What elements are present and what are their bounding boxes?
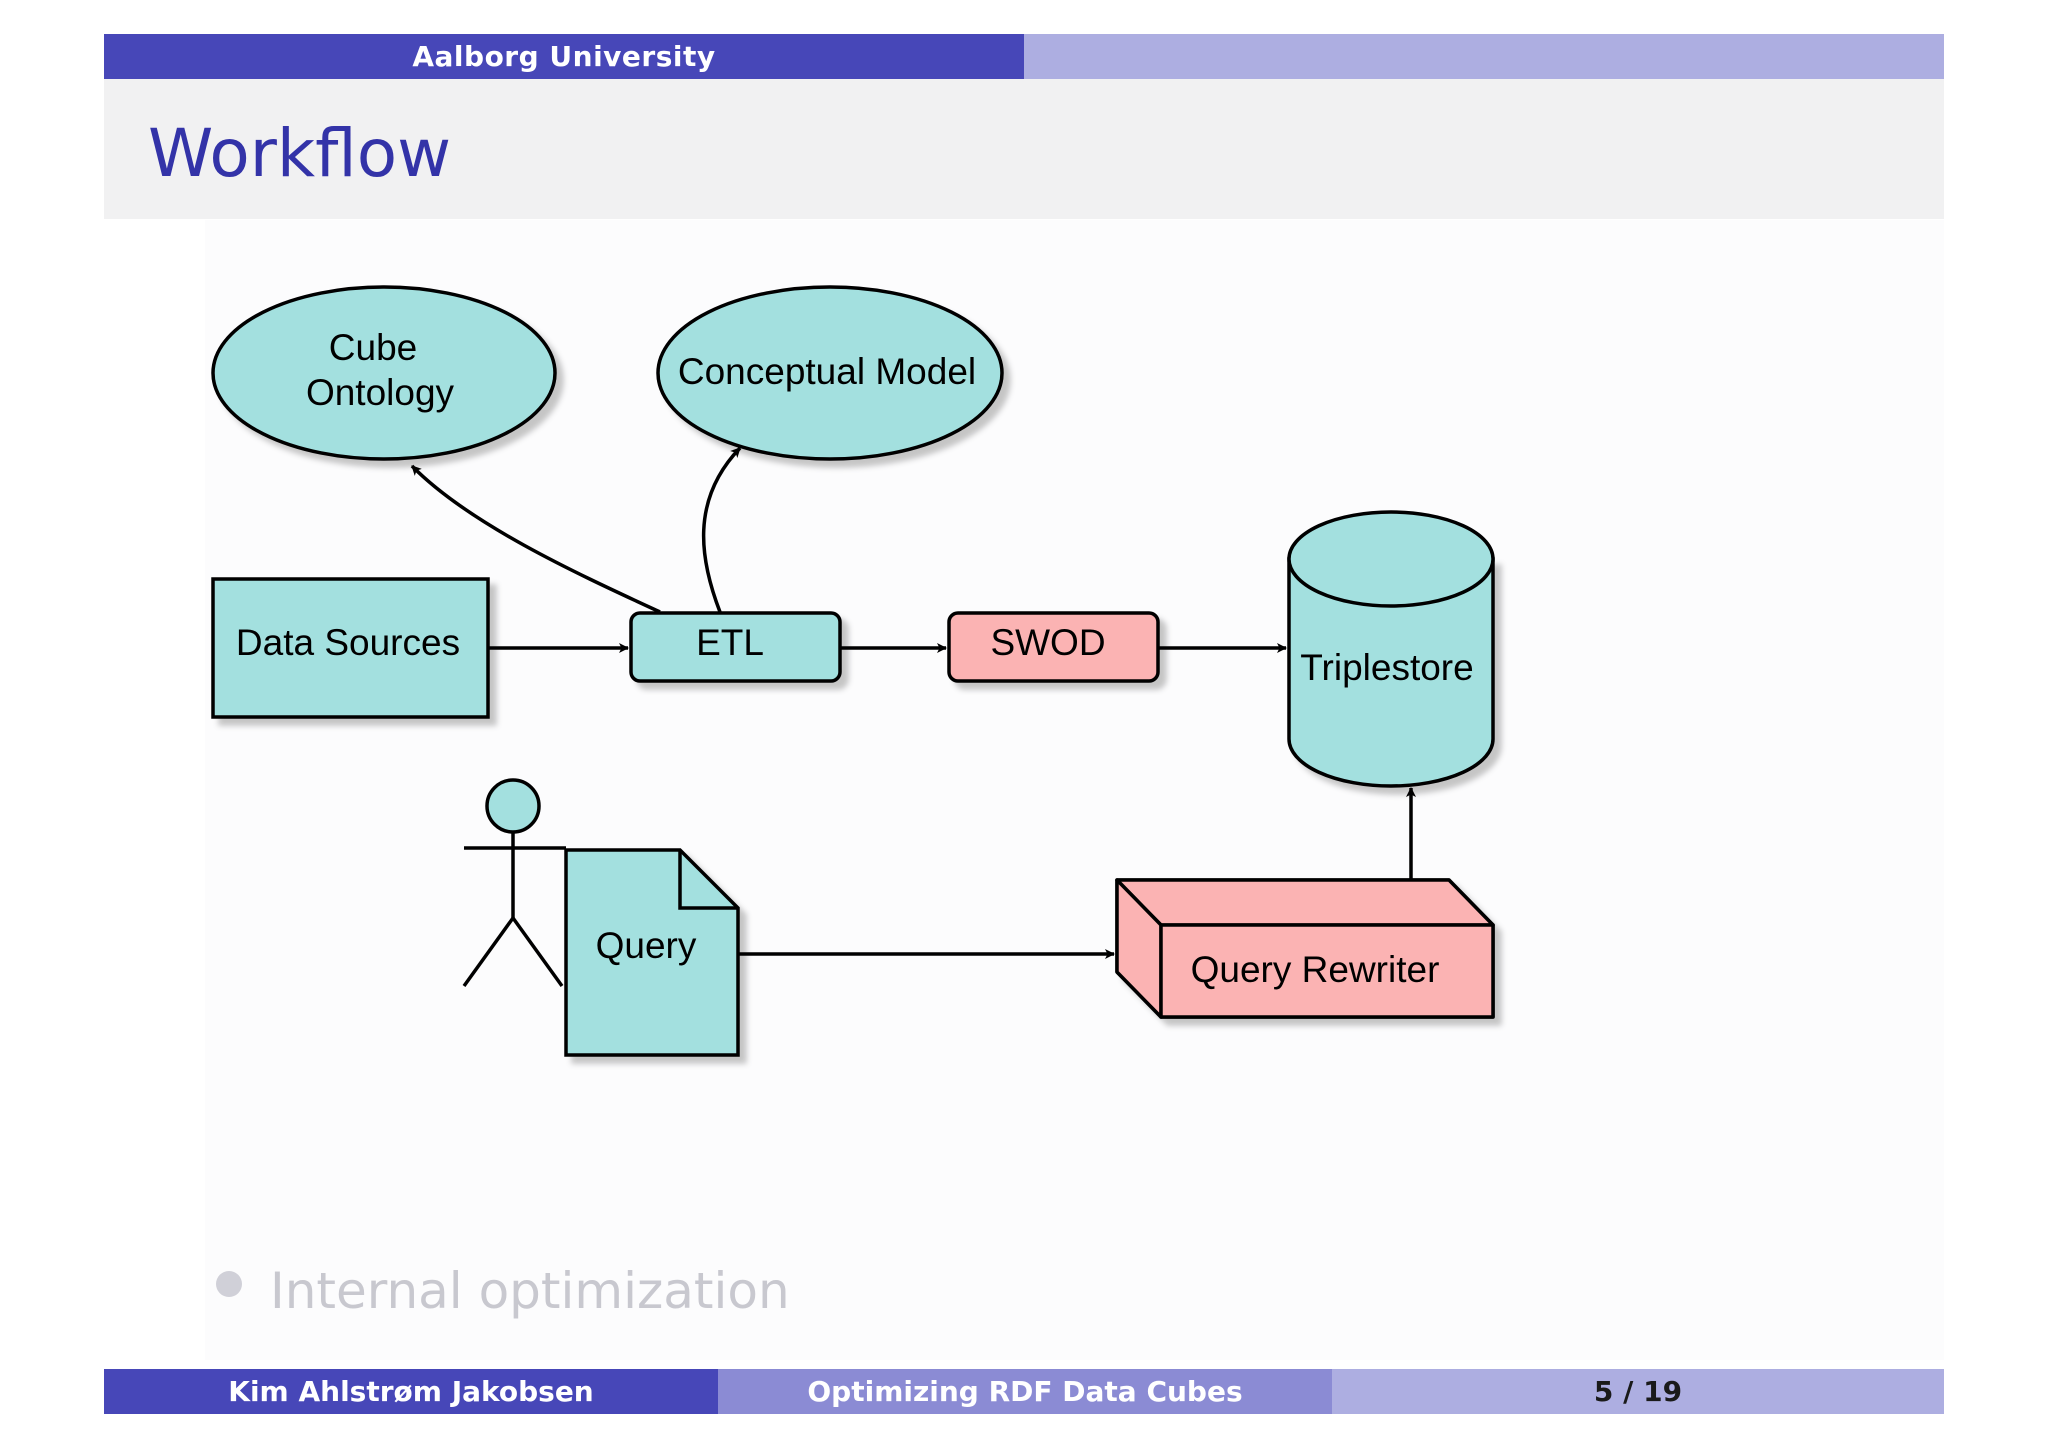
node-query-rewriter: Query Rewriter [1115,878,1495,1019]
node-data-sources: Data Sources [211,577,490,719]
node-conceptual-model: Conceptual Model [656,285,1004,461]
header-bar: Aalborg University [104,34,1944,79]
footer-author: Kim Ahlstrøm Jakobsen [104,1369,718,1414]
query-label: Query [596,925,697,966]
swod-label: SWOD [990,622,1105,663]
title-bar: Workflow [104,79,1944,219]
edge-etl-to-cube-ontology [410,464,661,614]
bullet-item: Internal optimization [270,1262,790,1320]
node-triplestore: Triplestore [1287,510,1495,788]
institution-name: Aalborg University [412,40,716,73]
data-sources-label: Data Sources [236,622,460,663]
slide-title: Workflow [148,115,452,192]
cube-ontology-label-line2: Ontology [306,372,455,413]
query-rewriter-label: Query Rewriter [1191,949,1440,990]
header-institution-segment: Aalborg University [104,34,1024,79]
footer-talk-title: Optimizing RDF Data Cubes [718,1369,1332,1414]
triplestore-label: Triplestore [1300,647,1473,688]
node-etl: ETL [629,611,842,683]
bullet-marker [216,1271,242,1297]
node-cube-ontology: Cube Ontology [211,285,557,461]
edges [410,446,1416,959]
edge-etl-to-conceptual-model [701,446,742,613]
page-number: 5 / 19 [1593,1375,1683,1408]
conceptual-model-label: Conceptual Model [678,351,976,392]
node-query-document: Query [564,848,740,1057]
footer-bar: Kim Ahlstrøm Jakobsen Optimizing RDF Dat… [104,1369,1944,1414]
user-stick-figure [462,778,566,988]
node-swod: SWOD [947,611,1160,683]
etl-label: ETL [696,622,764,663]
cube-ontology-label-line1: Cube [329,327,417,368]
footer-page-segment: 5 / 19 [1332,1369,1944,1414]
